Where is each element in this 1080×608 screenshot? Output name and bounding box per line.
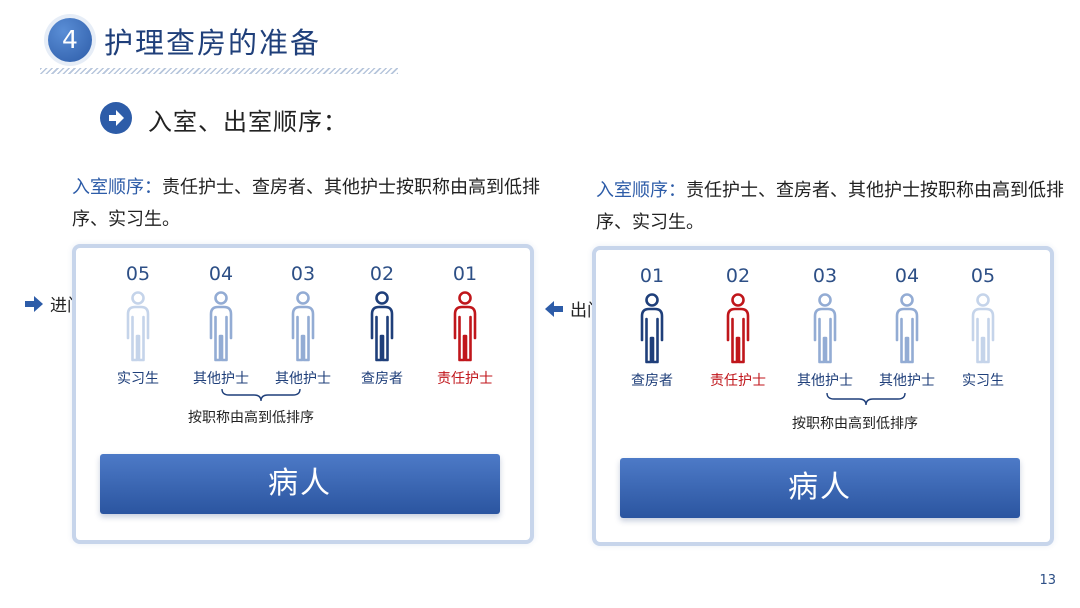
person-role: 实习生 bbox=[117, 371, 159, 387]
person-number: 04 bbox=[894, 265, 920, 287]
section-number-badge: 4 bbox=[48, 18, 92, 62]
person-icon bbox=[971, 293, 995, 364]
left-order-description: 入室顺序：责任护士、查房者、其他护士按职称由高到低排序、实习生。 bbox=[72, 172, 542, 236]
person-round-leader: 01 查房者 bbox=[617, 264, 687, 390]
arrow-left-icon bbox=[545, 300, 563, 317]
person-role: 其他护士 bbox=[879, 373, 935, 389]
person-role: 其他护士 bbox=[275, 371, 331, 387]
person-intern: 05 实习生 bbox=[948, 264, 1018, 390]
person-other-nurse: 04 其他护士 bbox=[186, 262, 256, 388]
patient-bed: 病人 bbox=[620, 458, 1020, 518]
arrow-right-icon bbox=[100, 102, 132, 134]
person-role: 实习生 bbox=[962, 373, 1004, 389]
person-role: 责任护士 bbox=[710, 373, 766, 389]
right-desc-label: 入室顺序： bbox=[596, 180, 686, 201]
person-number: 02 bbox=[725, 265, 751, 287]
right-order-description: 入室顺序：责任护士、查房者、其他护士按职称由高到低排序、实习生。 bbox=[596, 175, 1066, 239]
person-other-nurse: 04 其他护士 bbox=[872, 264, 942, 390]
person-icon bbox=[813, 293, 837, 364]
person-icon bbox=[126, 291, 150, 362]
person-number: 02 bbox=[369, 263, 395, 285]
person-role: 其他护士 bbox=[193, 371, 249, 387]
person-number: 01 bbox=[639, 265, 665, 287]
brace-note: 按职称由高到低排序 bbox=[188, 410, 314, 426]
patient-bed: 病人 bbox=[100, 454, 500, 514]
enter-order-panel: 05 实习生 04 其他护士 03 其他护士 02 查房者 01 责任护士 按职… bbox=[72, 244, 534, 544]
person-number: 05 bbox=[970, 265, 996, 287]
person-icon bbox=[370, 291, 394, 362]
grouping-brace bbox=[826, 392, 906, 406]
person-icon bbox=[726, 293, 750, 364]
person-icon bbox=[209, 291, 233, 362]
person-number: 03 bbox=[290, 263, 316, 285]
person-role: 查房者 bbox=[361, 371, 403, 387]
person-icon bbox=[640, 293, 664, 364]
person-role: 其他护士 bbox=[797, 373, 853, 389]
brace-note: 按职称由高到低排序 bbox=[792, 416, 918, 432]
left-desc-label: 入室顺序： bbox=[72, 177, 162, 198]
person-role: 责任护士 bbox=[437, 371, 493, 387]
person-number: 01 bbox=[452, 263, 478, 285]
section-subtitle: 入室、出室顺序： bbox=[148, 108, 348, 136]
page-title: 护理查房的准备 bbox=[104, 26, 322, 60]
person-round-leader: 02 查房者 bbox=[347, 262, 417, 388]
person-icon bbox=[895, 293, 919, 364]
person-primary-nurse: 01 责任护士 bbox=[430, 262, 500, 388]
person-primary-nurse: 02 责任护士 bbox=[703, 264, 773, 390]
exit-order-panel: 01 查房者 02 责任护士 03 其他护士 04 其他护士 05 实习生 按职… bbox=[592, 246, 1054, 546]
person-number: 04 bbox=[208, 263, 234, 285]
person-other-nurse: 03 其他护士 bbox=[268, 262, 338, 388]
person-icon bbox=[453, 291, 477, 362]
person-icon bbox=[291, 291, 315, 362]
grouping-brace bbox=[221, 388, 301, 402]
person-role: 查房者 bbox=[631, 373, 673, 389]
title-underline-decoration bbox=[40, 68, 398, 74]
right-desc-text: 责任护士、查房者、其他护士按职称由高到低排序、实习生。 bbox=[596, 180, 1064, 233]
person-number: 03 bbox=[812, 265, 838, 287]
page-number: 13 bbox=[1039, 573, 1056, 588]
left-desc-text: 责任护士、查房者、其他护士按职称由高到低排序、实习生。 bbox=[72, 177, 540, 230]
person-number: 05 bbox=[125, 263, 151, 285]
arrow-right-icon bbox=[25, 295, 43, 312]
person-other-nurse: 03 其他护士 bbox=[790, 264, 860, 390]
person-intern: 05 实习生 bbox=[103, 262, 173, 388]
